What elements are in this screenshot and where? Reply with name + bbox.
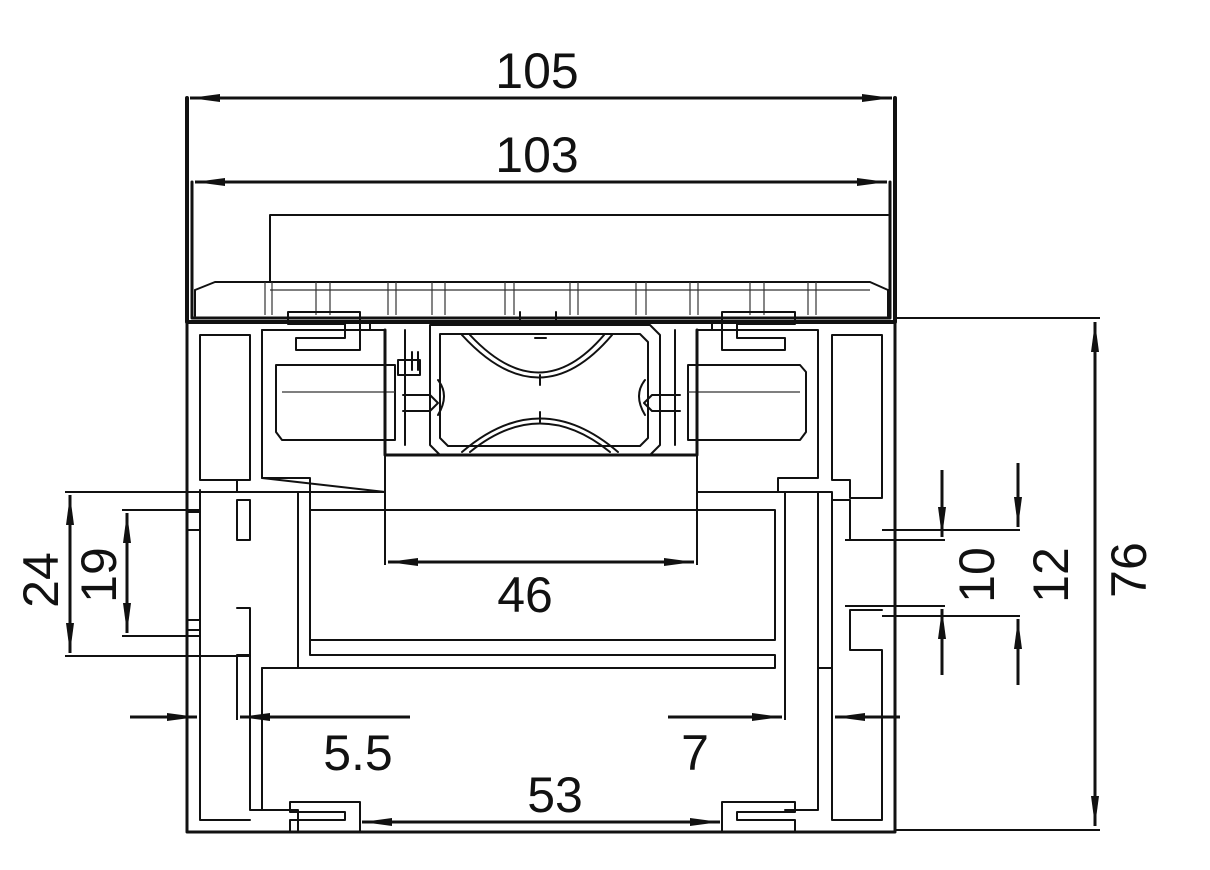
dim-right-wall: 7 [681,725,709,781]
top-glazing-strip [185,96,897,324]
lower-frame-profile [185,320,897,834]
dimension-lines [65,94,1100,831]
dim-right-lower-gap: 12 [1023,547,1079,603]
dim-overall-width: 105 [495,43,578,99]
dim-left-outer-height: 24 [13,552,69,608]
dim-right-height: 76 [1101,542,1157,598]
dim-left-inner-height: 19 [71,547,127,603]
dim-left-wall: 5.5 [323,725,393,781]
top-frame-profile [199,311,883,499]
dim-inner-width: 103 [495,127,578,183]
dim-bottom-span: 53 [527,767,583,823]
dim-right-upper-gap: 10 [949,547,1005,603]
dim-center-opening: 46 [497,567,553,623]
